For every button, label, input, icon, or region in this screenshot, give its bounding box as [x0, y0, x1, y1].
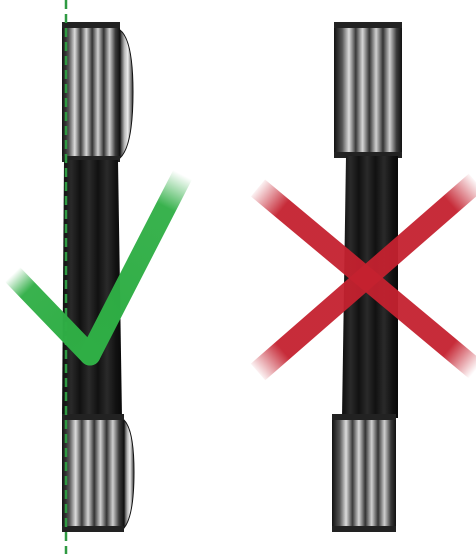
top-pulley-right	[334, 22, 402, 158]
bottom-pulley-right	[332, 414, 396, 532]
top-pulley-left	[62, 22, 134, 162]
checkmark-icon	[3, 165, 193, 366]
cross-icon	[250, 173, 476, 381]
misaligned-belt-panel	[250, 22, 476, 532]
bottom-pulley-left	[62, 414, 135, 532]
aligned-belt-panel	[3, 0, 193, 554]
